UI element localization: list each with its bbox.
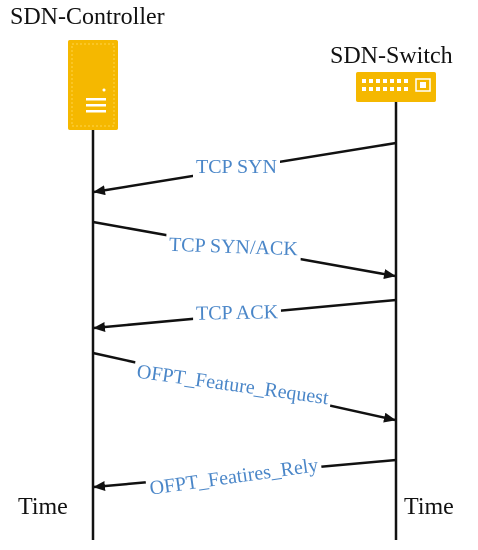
message-label-tcp-syn: TCP SYN (193, 156, 280, 179)
server-icon (68, 40, 118, 130)
message-label-tcp-ack: TCP ACK (192, 301, 282, 326)
switch-title: SDN-Switch (330, 43, 453, 69)
network-switch-icon (356, 72, 436, 102)
controller-title: SDN-Controller (10, 4, 165, 30)
time-label-controller: Time (18, 494, 68, 520)
message-label-tcp-syn-ack: TCP SYN/ACK (165, 233, 302, 262)
time-label-switch: Time (404, 494, 454, 520)
